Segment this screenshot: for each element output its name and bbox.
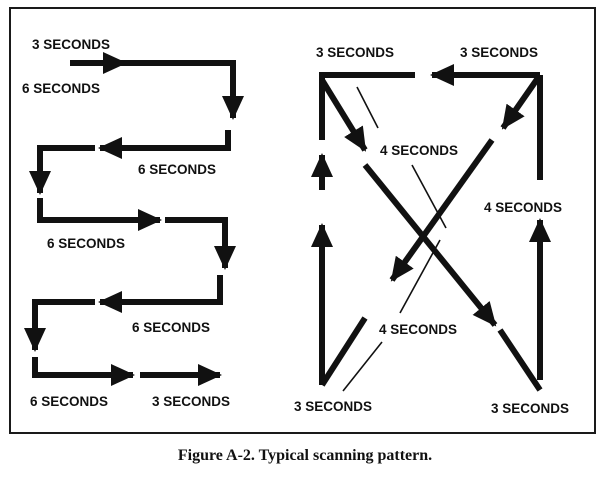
right-diagonal-topright-short <box>500 73 543 130</box>
right-label-3s-bottom-left: 3 SECONDS <box>294 399 372 414</box>
left-labels: 3 SECONDS 6 SECONDS 6 SECONDS 6 SECONDS … <box>22 37 230 409</box>
left-path-drop1 <box>29 145 95 195</box>
left-path-row3 <box>37 198 162 231</box>
left-label-6s-row2: 6 SECONDS <box>138 162 216 177</box>
left-path-row1 <box>125 60 244 120</box>
right-label-3s-top-right: 3 SECONDS <box>460 45 538 60</box>
left-label-3s-end: 3 SECONDS <box>152 394 230 409</box>
left-path-drop2 <box>165 217 236 270</box>
right-label-4s-right: 4 SECONDS <box>484 200 562 215</box>
left-label-6s-row4: 6 SECONDS <box>132 320 210 335</box>
right-diagonal-short <box>319 78 368 152</box>
left-path-row5 <box>32 357 135 386</box>
thin-line-1 <box>356 86 379 129</box>
right-label-3s-top-left: 3 SECONDS <box>316 45 394 60</box>
right-labels: 3 SECONDS 3 SECONDS 4 SECONDS 4 SECONDS … <box>294 45 569 416</box>
left-scan-pattern <box>24 52 244 386</box>
right-diagonal-long <box>362 163 498 327</box>
right-label-3s-bottom-right: 3 SECONDS <box>491 401 569 416</box>
left-label-3s-top: 3 SECONDS <box>32 37 110 52</box>
figure-frame <box>9 7 596 434</box>
figure-caption: Figure A-2. Typical scanning pattern. <box>177 447 433 464</box>
right-top-left-segment <box>319 72 415 140</box>
left-path-row2 <box>98 130 231 159</box>
thin-line-4 <box>342 341 383 392</box>
right-label-4s-upper: 4 SECONDS <box>380 143 458 158</box>
right-bottom-left-diagonal <box>319 316 368 387</box>
right-label-4s-lower: 4 SECONDS <box>379 322 457 337</box>
thin-line-3 <box>399 239 441 314</box>
right-diagonal-long-2 <box>389 138 495 282</box>
thin-line-2 <box>411 164 447 229</box>
right-bottom-right-diagonal <box>497 328 543 392</box>
left-path-row4 <box>98 275 223 313</box>
left-label-6s-row1: 6 SECONDS <box>22 81 100 96</box>
left-label-6s-row3: 6 SECONDS <box>47 236 125 251</box>
left-label-6s-row5: 6 SECONDS <box>30 394 108 409</box>
left-path-drop3 <box>24 299 95 352</box>
right-thin-lines <box>342 86 447 392</box>
right-scan-pattern <box>311 64 551 392</box>
